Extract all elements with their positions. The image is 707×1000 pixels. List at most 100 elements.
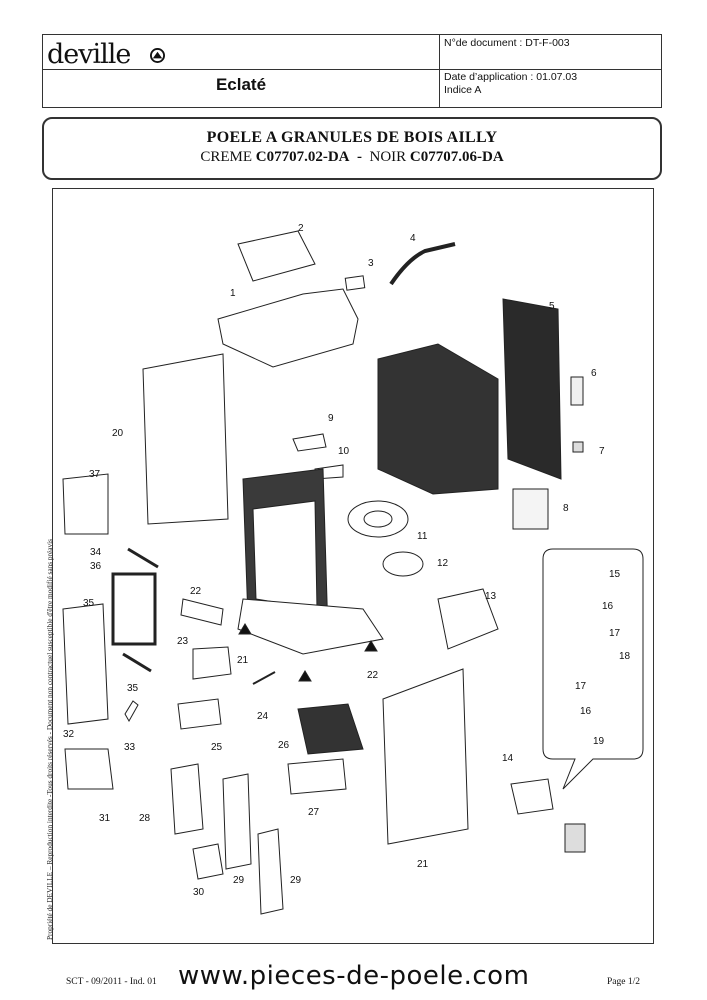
callout-label: 35 [83, 598, 95, 609]
part-33-front-door [62, 603, 109, 725]
part-24-ash-pan [192, 646, 232, 680]
product-title: POELE A GRANULES DE BOIS AILLY [206, 129, 498, 146]
callout-label: 8 [563, 503, 569, 514]
part-35-rail-top [127, 547, 159, 569]
callout-label: 25 [211, 742, 223, 753]
application-date-block: Date d’application : 01.07.03 Indice A [444, 71, 577, 97]
noir-reference: C07707.06-DA [409, 149, 504, 165]
callout-label: 16 [580, 706, 592, 717]
callout-label: 26 [278, 740, 290, 751]
part-13-channel [437, 588, 499, 650]
exploded-view-drawing: 1 2 3 4 5 6 7 8 9 10 11 12 13 14 15 16 1… [62, 223, 644, 915]
footer-page-number: Page 1/2 [607, 977, 640, 987]
callout-label: 4 [410, 233, 416, 244]
header-divider-vertical [439, 35, 440, 107]
part-6-bracket [570, 376, 584, 406]
part-25-rod [252, 671, 276, 685]
part-27-grate [297, 703, 364, 755]
callout-label: 35 [127, 683, 139, 694]
footer-website-link[interactable]: www.pieces-de-poele.com [178, 961, 530, 991]
callout-label: 16 [602, 601, 614, 612]
part-3-bracket [344, 275, 366, 291]
callout-label: 30 [193, 887, 205, 898]
callout-label: 1 [230, 288, 236, 299]
part-32-front-grille [64, 748, 114, 790]
callout-label: 21 [237, 655, 249, 666]
callout-label: 29 [290, 875, 302, 886]
part-main-body [377, 343, 499, 495]
callout-label: 18 [619, 651, 631, 662]
exploded-view-frame: 1 2 3 4 5 6 7 8 9 10 11 12 13 14 15 16 1… [52, 188, 654, 944]
callout-label: 32 [63, 729, 75, 740]
callout-label: 22 [367, 670, 379, 681]
creme-reference: C07707.02-DA [255, 149, 350, 165]
callout-label: 34 [90, 547, 102, 558]
part-5-back-panel [502, 298, 562, 480]
part-31-deflector [192, 843, 224, 880]
part-base [237, 598, 384, 655]
footer-revision: SCT - 09/2011 - Ind. 01 [66, 977, 157, 987]
callout-label: 23 [177, 636, 189, 647]
part-8-box [512, 488, 549, 530]
part-38-grille [62, 473, 109, 535]
callout-label: 27 [308, 807, 320, 818]
part-12-fan [382, 551, 424, 577]
product-references: CREME C07707.02-DA - NOIR C07707.06-DA [44, 149, 660, 166]
callout-label: 3 [368, 258, 374, 269]
callout-label: 19 [593, 736, 605, 747]
part-22-foot-right [298, 670, 312, 682]
brand-logo: deville [47, 39, 131, 70]
part-28-tray [287, 758, 347, 795]
callout-label: 31 [99, 813, 111, 824]
callout-label: 20 [112, 428, 124, 439]
callout-label: 24 [257, 711, 269, 722]
part-26-burner-pot [177, 698, 222, 730]
application-date: Date d’application : 01.07.03 [444, 71, 578, 83]
part-21-side-panel-right [382, 668, 469, 845]
part-14-motor [510, 778, 554, 815]
part-1-top-cover [217, 288, 359, 368]
part-23-plate [180, 598, 224, 626]
part-4-tube [389, 242, 456, 286]
callout-label: 13 [485, 591, 497, 602]
callout-label: 28 [139, 813, 151, 824]
part-30-brick [222, 773, 252, 870]
creme-label: CREME [200, 149, 252, 165]
document-header: deville N°de document : DT-F-003 Eclaté … [42, 34, 662, 108]
callout-label: 22 [190, 586, 202, 597]
callout-label: 2 [298, 223, 304, 234]
callout-label: 36 [90, 561, 102, 572]
part-22-foot-left [238, 623, 252, 635]
part-20-switch [564, 823, 586, 853]
callout-labels: 1 2 3 4 5 6 7 8 9 10 11 12 13 14 15 16 1… [63, 223, 631, 898]
callout-label: 29 [233, 875, 245, 886]
callout-label: 14 [502, 753, 514, 764]
callout-label: 9 [328, 413, 334, 424]
callout-label: 7 [599, 446, 605, 457]
part-34-handle [124, 700, 139, 723]
ref-separator: - [357, 149, 362, 165]
callout-label: 33 [124, 742, 136, 753]
part-21-side-panel-left [142, 353, 229, 525]
document-index: Indice A [444, 84, 482, 96]
callout-label: 5 [549, 301, 555, 312]
part-9-switch [292, 433, 327, 452]
callout-label: 21 [417, 859, 429, 870]
brand-logo-icon [150, 48, 165, 63]
noir-label: NOIR [369, 149, 407, 165]
part-35-rail-bottom [122, 652, 152, 673]
document-number: N°de document : DT-F-003 [444, 37, 570, 49]
part-29-brick-left [170, 763, 204, 835]
callout-label: 10 [338, 446, 350, 457]
callout-label: 11 [417, 531, 428, 542]
callout-label: 15 [609, 569, 621, 580]
part-29-brick-right [257, 828, 284, 915]
detail-bubble [542, 548, 644, 790]
callout-label: 6 [591, 368, 597, 379]
callout-label: 17 [575, 681, 587, 692]
product-title-box: POELE A GRANULES DE BOIS AILLY CREME C07… [42, 117, 662, 180]
part-2-top-plate [237, 230, 316, 282]
header-divider-horizontal [43, 69, 661, 70]
callout-label: 12 [437, 558, 449, 569]
section-title: Eclaté [215, 75, 267, 94]
